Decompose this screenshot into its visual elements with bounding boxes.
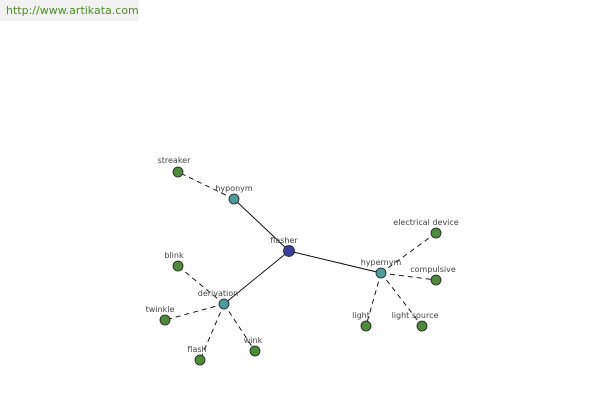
edge-derivation-flash [199,303,225,361]
edge-derivation-wink [223,303,256,352]
node-label-wink: wink [244,336,263,345]
edge-flasher-hyponym [233,198,290,252]
edge-flasher-hypernym [288,250,382,274]
node-wink[interactable] [249,345,261,357]
node-label-electrical-device: electrical device [393,218,459,227]
node-light-source[interactable] [416,320,428,332]
node-hypernym[interactable] [375,267,387,279]
node-compulsive[interactable] [430,274,442,286]
node-label-derivation: derivation [198,289,238,298]
node-label-flasher: flasher [270,236,298,245]
source-banner: http://www.artikata.com [0,0,139,21]
node-label-hyponym: hyponym [215,184,253,193]
node-flash[interactable] [194,354,206,366]
edge-hypernym-electrical-device [380,232,437,274]
edge-derivation-blink [177,265,225,305]
source-link[interactable]: http://www.artikata.com [6,4,139,17]
edge-hyponym-streaker [177,171,235,200]
node-label-hypernym: hypernym [361,258,402,267]
node-label-blink: blink [164,251,184,260]
node-streaker[interactable] [172,166,184,178]
node-blink[interactable] [172,260,184,272]
node-label-light-source: light source [392,311,439,320]
graph-labels: flasher hyponym derivation hypernym streaker… [146,156,459,354]
node-electrical-device[interactable] [430,227,442,239]
node-twinkle[interactable] [159,314,171,326]
node-light[interactable] [360,320,372,332]
graph-nodes [159,166,442,366]
graph-edges [164,171,437,361]
node-label-flash: flash [187,345,206,354]
node-label-streaker: streaker [158,156,192,165]
node-derivation[interactable] [218,298,230,310]
edge-hypernym-light-source [380,272,423,327]
node-hyponym[interactable] [228,193,240,205]
edge-hypernym-compulsive [380,272,437,281]
edge-hypernym-light [365,272,382,327]
node-label-light: light [352,311,370,320]
edge-flasher-derivation [223,250,290,305]
edge-derivation-twinkle [164,303,225,321]
node-flasher[interactable] [283,245,295,257]
node-label-twinkle: twinkle [146,305,175,314]
node-label-compulsive: compulsive [410,265,456,274]
